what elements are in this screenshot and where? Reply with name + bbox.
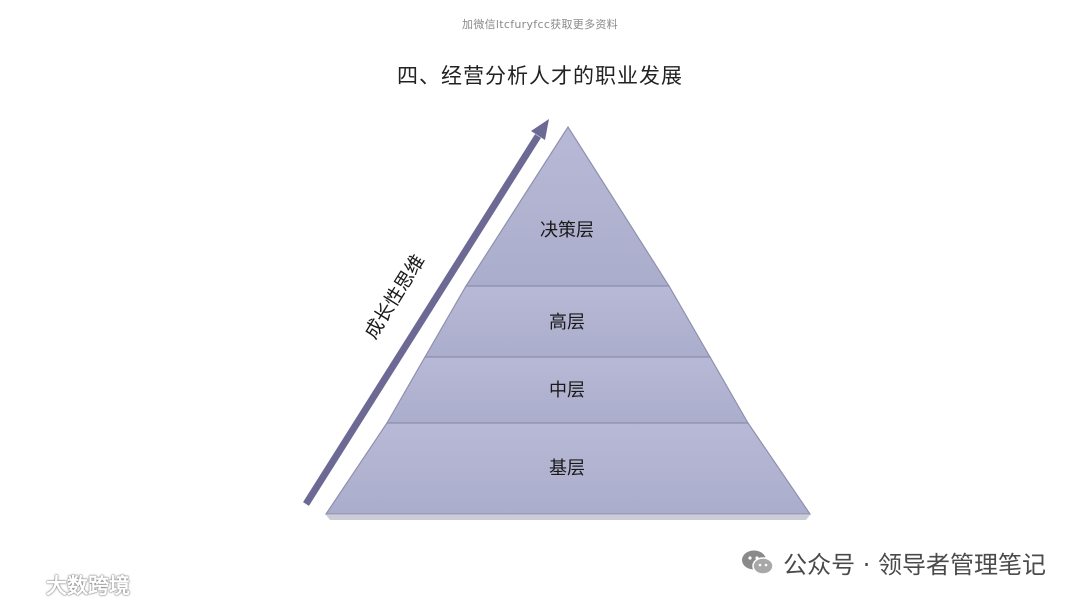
top-watermark: 加微信ltcfuryfcc获取更多资料 [462,18,618,31]
footer-source-label: 公众号 · 领导者管理笔记 [783,551,1046,579]
growth-arrow-shaft [303,134,541,506]
footer-source: 公众号 · 领导者管理笔记 [741,545,1046,580]
page-title: 四、经营分析人才的职业发展 [397,64,683,88]
pyramid-layer-base [324,422,812,515]
layer-label-decision: 决策层 [540,220,594,241]
pyramid-base-shadow [326,515,810,520]
growth-arrow-head [531,119,549,140]
layer-label-senior: 高层 [549,312,585,333]
layer-label-base: 基层 [549,458,585,479]
growth-arrow [303,119,549,506]
brand-logo-icon [8,574,42,596]
footer-brand-label: 大数跨境 [46,574,130,598]
layer-label-middle: 中层 [549,380,585,401]
wechat-icon [741,549,775,577]
footer-brand: 大数跨境 [8,570,130,600]
